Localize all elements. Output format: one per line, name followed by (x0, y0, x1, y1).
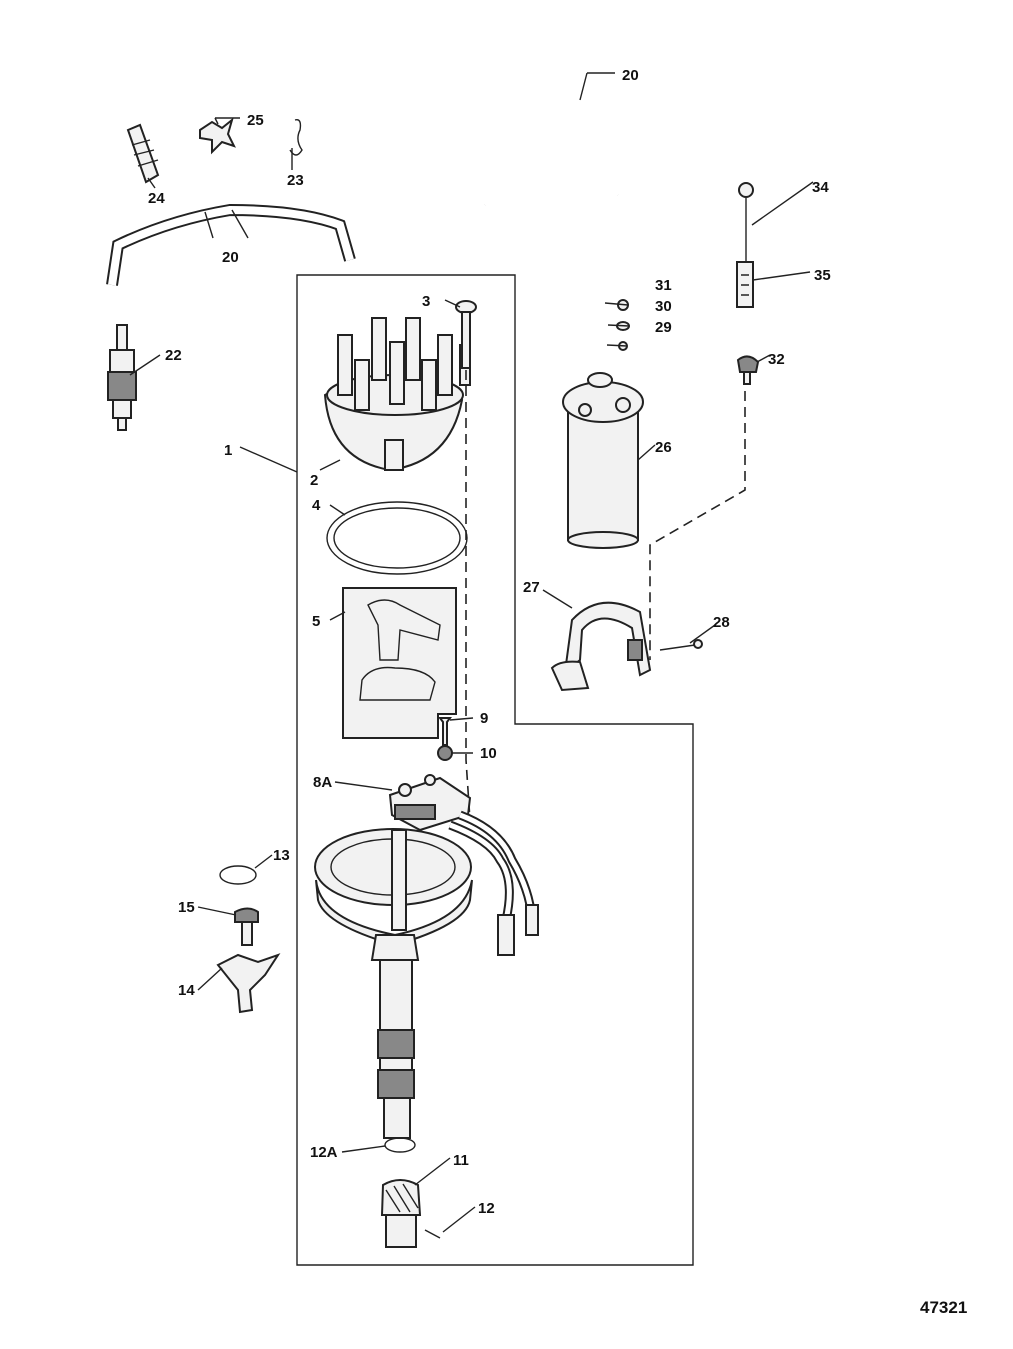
callout-11: 11 (453, 1152, 469, 1169)
callout-31: 31 (655, 277, 672, 294)
wire-separator-25 (199, 117, 236, 155)
callout-20-left: 20 (222, 249, 239, 266)
connector-b (525, 904, 539, 936)
callout-25: 25 (247, 112, 264, 129)
clip-23 (289, 119, 303, 156)
callout-13: 13 (273, 847, 290, 864)
washer-13 (219, 865, 257, 885)
callout-29: 29 (655, 319, 672, 336)
clip-35 (736, 261, 754, 308)
coil-bracket-27 (550, 601, 652, 692)
distributor-cap-2 (323, 317, 471, 472)
callout-4: 4 (312, 497, 321, 514)
leader-lines (129, 72, 814, 1233)
ignition-coil-26 (562, 372, 644, 549)
alignment-line-center (465, 370, 471, 821)
callout-26: 26 (655, 439, 672, 456)
callout-15: 15 (178, 899, 195, 916)
callout-23: 23 (287, 172, 304, 189)
screw-28 (659, 644, 696, 651)
callout-12: 12 (478, 1200, 495, 1217)
callout-22: 22 (165, 347, 182, 364)
callout-2: 2 (310, 472, 318, 489)
wire-clip-24 (126, 123, 160, 184)
spark-plug-wire-left (106, 203, 356, 286)
spark-plug-22 (107, 324, 137, 431)
ignition-module-8A (388, 774, 472, 832)
washer-10 (437, 745, 453, 761)
callout-3: 3 (422, 293, 430, 310)
callout-30: 30 (655, 298, 672, 315)
bolt-15 (234, 907, 259, 946)
callout-28: 28 (713, 614, 730, 631)
washer-12A (384, 1137, 416, 1153)
spark-plug-wire-upper (480, 82, 623, 207)
callout-9: 9 (480, 710, 488, 727)
screw-3 (455, 300, 477, 369)
drive-gear-11 (380, 1179, 422, 1248)
connector-a (497, 914, 515, 956)
hold-down-clamp-14 (216, 953, 281, 1014)
gasket-4 (326, 501, 468, 575)
callout-10: 10 (480, 745, 497, 762)
callout-24: 24 (148, 190, 165, 207)
bolt-32 (736, 355, 760, 385)
ground-wire-34 (738, 182, 754, 262)
distributor-housing (314, 828, 473, 1139)
callout-32: 32 (768, 351, 785, 368)
callout-14: 14 (178, 982, 195, 999)
callout-27: 27 (523, 579, 540, 596)
alignment-line-right (649, 375, 746, 660)
figure-number: 47321 (920, 1298, 967, 1317)
callout-20-upper: 20 (622, 67, 639, 84)
assembly-boundary (296, 274, 694, 1266)
callout-35: 35 (814, 267, 831, 284)
callout-8A: 8A (313, 774, 332, 791)
screw-9 (438, 717, 452, 746)
roll-pin-12 (424, 1229, 441, 1239)
callout-1: 1 (224, 442, 232, 459)
callout-5: 5 (312, 613, 320, 630)
callout-34: 34 (812, 179, 829, 196)
rotor-package-5 (342, 587, 457, 739)
callout-12A: 12A (310, 1144, 338, 1161)
